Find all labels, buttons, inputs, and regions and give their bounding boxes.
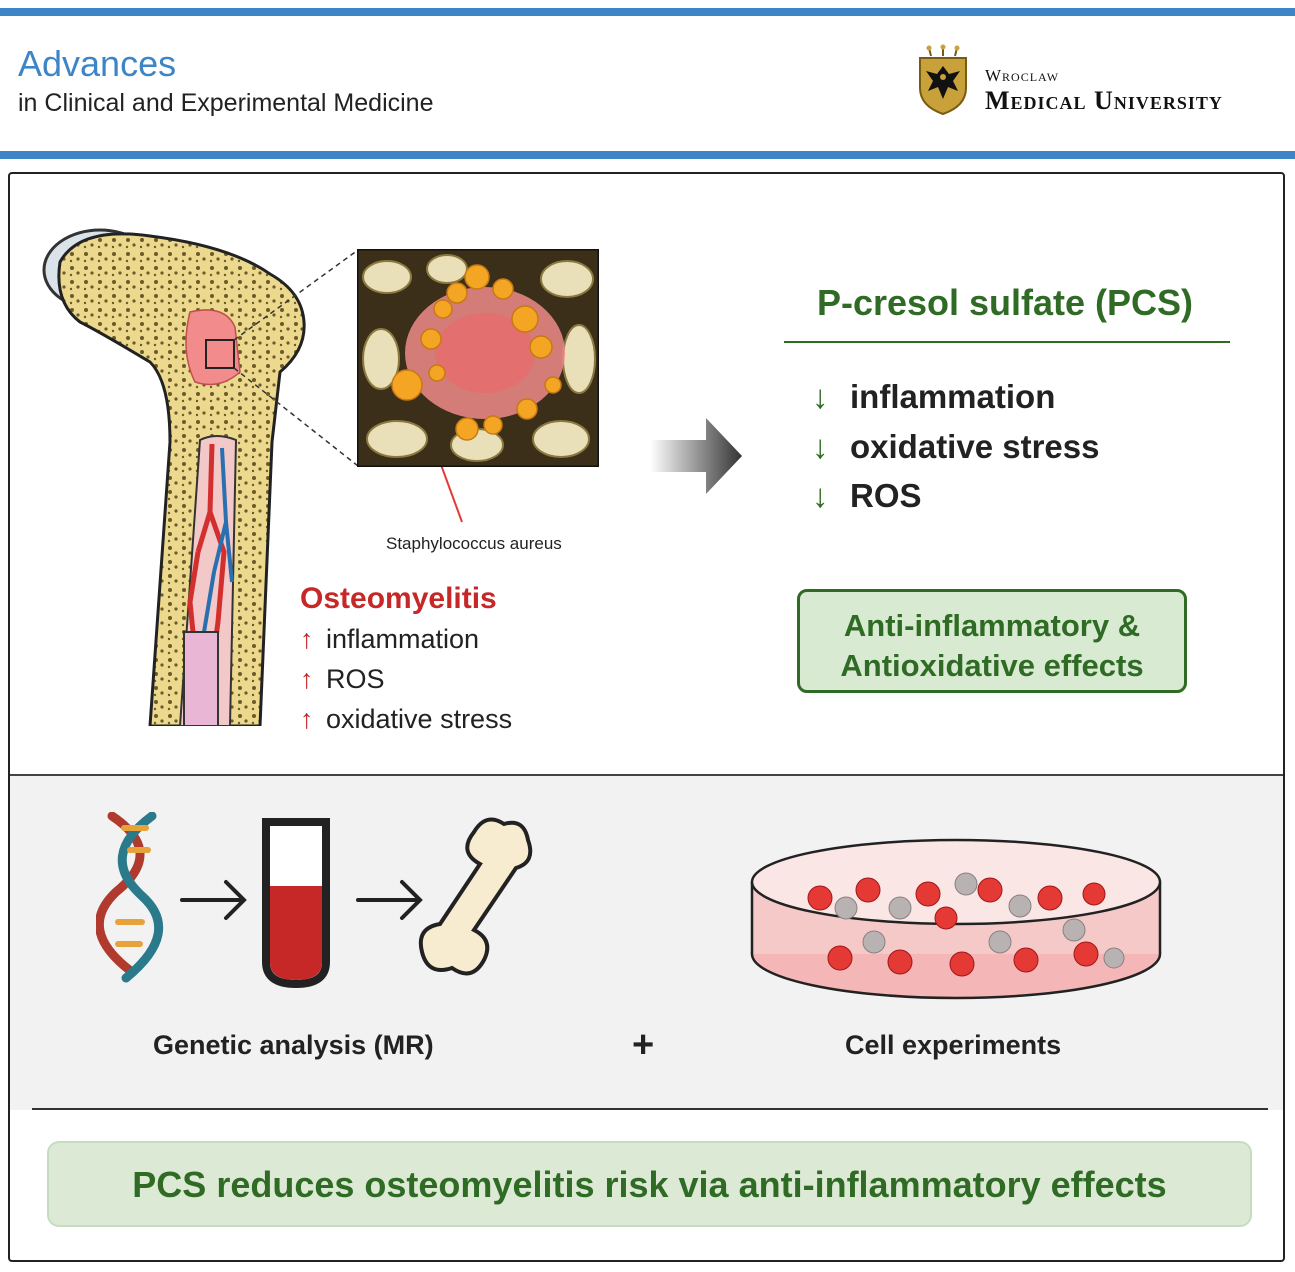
effects-line-2: Antioxidative effects xyxy=(840,648,1144,683)
header-top-bar xyxy=(0,8,1295,16)
university-name-main: Medical University xyxy=(985,86,1223,115)
journal-title: Advances xyxy=(18,43,177,84)
pcs-item: ↓inflammation xyxy=(812,378,1056,415)
pcs-title: P-cresol sulfate (PCS) xyxy=(816,282,1194,323)
pcs-item: ↓ROS xyxy=(812,477,922,514)
pcs-title-underline xyxy=(784,341,1230,343)
up-arrow-icon: ↑ xyxy=(300,704,314,734)
up-arrow-icon: ↑ xyxy=(300,664,314,694)
down-arrow-icon: ↓ xyxy=(812,378,829,415)
header-bottom-bar xyxy=(0,151,1295,159)
journal-subtitle: in Clinical and Experimental Medicine xyxy=(18,89,434,117)
osteo-item: ↑oxidative stress xyxy=(300,704,513,734)
osteomyelitis-title: Osteomyelitis xyxy=(300,582,497,615)
plus-sign: + xyxy=(632,1024,655,1066)
up-arrow-icon: ↑ xyxy=(300,624,314,654)
femur-bone-illustration xyxy=(42,228,306,726)
bone-icon xyxy=(418,817,533,976)
pathogen-label: Staphylococcus aureus xyxy=(386,534,562,553)
arrow-right-icon xyxy=(180,880,247,920)
effects-line-1: Anti-inflammatory & xyxy=(843,608,1141,643)
genetic-pipeline-illustration xyxy=(96,812,533,989)
down-arrow-icon: ↓ xyxy=(812,477,829,514)
genetic-analysis-label: Genetic analysis (MR) xyxy=(153,1030,434,1060)
transition-arrow-icon xyxy=(650,418,742,494)
section-divider xyxy=(32,1108,1268,1110)
cell-experiments-label: Cell experiments xyxy=(845,1030,1062,1060)
blood-tube-icon xyxy=(262,818,330,989)
conclusion-box: PCS reduces osteomyelitis risk via anti-… xyxy=(47,1141,1252,1227)
osteo-item: ↑ROS xyxy=(300,664,385,694)
effects-box: Anti-inflammatory & Antioxidative effect… xyxy=(797,589,1187,693)
petri-dish-illustration xyxy=(750,838,1162,1000)
arrow-right-icon xyxy=(356,880,423,920)
dna-icon xyxy=(96,812,164,983)
down-arrow-icon: ↓ xyxy=(812,428,829,465)
university-name-top: Wroclaw xyxy=(985,66,1060,85)
infected-tissue-magnification xyxy=(357,249,599,467)
osteo-item: ↑inflammation xyxy=(300,624,480,654)
university-crest-icon xyxy=(919,44,967,116)
pcs-item: ↓oxidative stress xyxy=(812,428,1100,465)
